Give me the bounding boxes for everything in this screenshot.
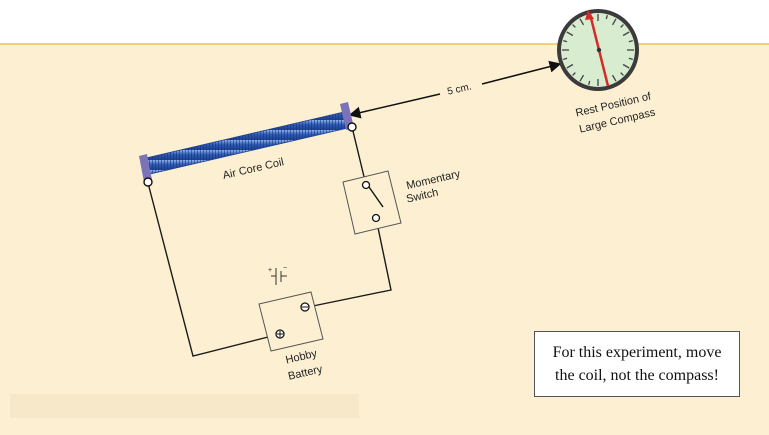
compass-tick — [620, 72, 624, 76]
distance-arrow-right — [481, 60, 562, 85]
switch-contact-top — [361, 180, 371, 190]
switch-lever — [368, 186, 384, 208]
compass-tick — [622, 63, 630, 69]
compass-needle-tip — [585, 10, 594, 20]
switch-box — [342, 170, 402, 235]
coil-end-left — [139, 154, 152, 182]
coil-terminal-right — [347, 122, 357, 132]
air-core-coil — [139, 102, 357, 187]
note-line-1: For this experiment, move — [552, 344, 722, 361]
note-line-2: the coil, not the compass! — [555, 367, 719, 384]
compass-tick — [563, 57, 568, 60]
compass-tick — [611, 74, 617, 82]
distance-arrow-left — [348, 93, 441, 119]
compass-pivot — [596, 47, 602, 53]
compass-tick — [622, 31, 630, 37]
compass-tick — [572, 24, 576, 28]
battery-symbol-plus: + — [268, 267, 272, 274]
battery-symbol-icon — [271, 268, 287, 285]
instruction-note: For this experiment, move the coil, not … — [534, 331, 740, 397]
compass-tick — [628, 57, 633, 60]
battery-symbol-minus: − — [283, 265, 287, 272]
compass-tick — [628, 40, 633, 43]
compass — [557, 9, 639, 91]
circuit-wires — [147, 126, 392, 357]
compass-tick — [566, 31, 574, 37]
compass-tick — [566, 63, 574, 69]
compass-tick — [579, 18, 585, 26]
compass-tick — [563, 40, 568, 43]
momentary-switch — [342, 170, 402, 235]
hobby-battery — [258, 291, 324, 352]
compass-tick — [605, 15, 608, 20]
compass-ticks — [562, 14, 634, 86]
faded-strip — [10, 394, 359, 418]
coil-terminal-left — [143, 177, 153, 187]
compass-tick — [572, 72, 576, 76]
compass-tick — [579, 74, 585, 82]
compass-tick — [588, 80, 591, 85]
switch-contact-bottom — [371, 213, 381, 223]
compass-tick — [611, 18, 617, 26]
compass-tick — [620, 24, 624, 28]
distance-label: 5 cm. — [446, 81, 472, 97]
